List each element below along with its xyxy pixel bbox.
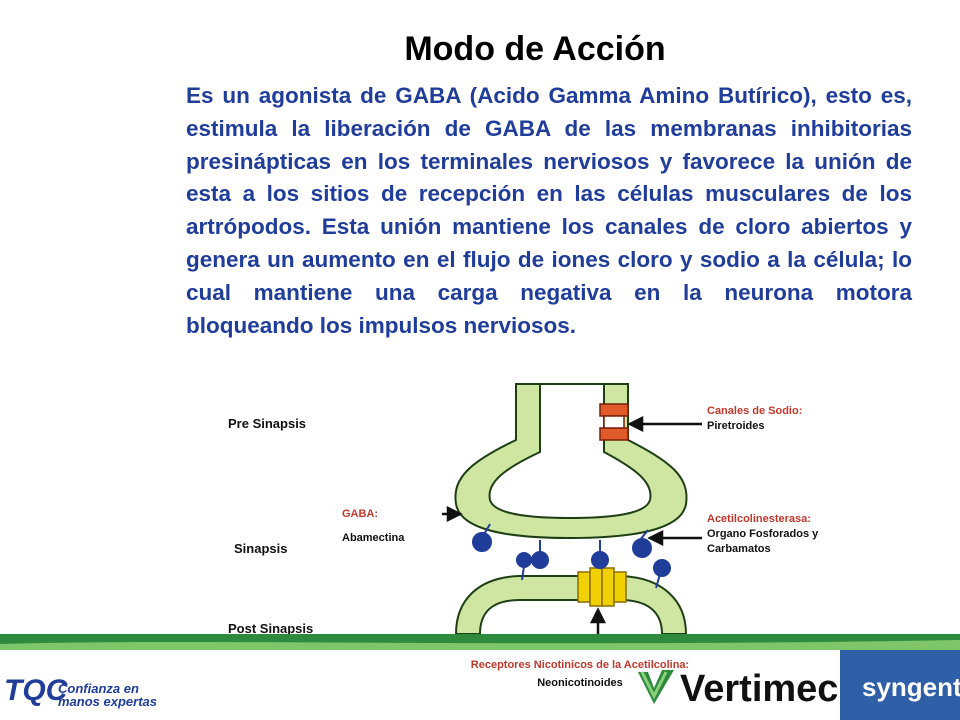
postsynaptic-membrane [454,575,688,635]
annotation-acetylcholinesterase: Acetilcolinesterasa: Organo Fosforados y… [707,512,818,557]
presynaptic-cytoplasm [488,383,652,520]
slide-body-text: Es un agonista de GABA (Acido Gamma Amin… [186,83,912,338]
syngenta-logo-box [840,650,960,720]
syngenta-logo: syngenta. [862,672,960,702]
gaba-product: Abamectina [342,532,405,544]
label-pre-sinapsis: Pre Sinapsis [228,416,307,431]
slide-title: Modo de Acción [404,30,666,68]
receptores-title: Receptores Nicotinicos de la Acetilcolin… [470,659,690,671]
label-post-sinapsis: Post Sinapsis [228,621,314,636]
acetil-title: Acetilcolinesterasa: [707,513,811,525]
vertimec-logo-icon [638,670,674,704]
receptores-product: Neonicotinoides [537,677,623,689]
tqc-tagline-1: Confianza en [58,681,139,696]
annotation-sodium-channel: Canales de Sodio: Piretroides [707,404,802,434]
footer-wave-band [0,634,960,650]
gaba-title: GABA: [342,508,379,520]
acetil-product-1: Organo Fosforados y [707,528,819,540]
vertimec-logo: Vertimec [680,668,839,710]
nicotinic-receptor [577,567,627,607]
tqc-logo: TQC [4,674,68,707]
footer-bar [0,650,960,720]
annotation-gaba: GABA: Abamectina [342,502,404,550]
tqc-tagline-2: manos expertas [58,694,157,709]
acetil-product-2: Carbamatos [707,543,771,555]
sodium-title: Canales de Sodio: [707,405,803,417]
label-sinapsis: Sinapsis [234,541,288,556]
tqc-tagline: Confianza en manos expertas [58,682,157,708]
sodium-channel [599,403,629,441]
neurotransmitter-vesicles [472,523,671,589]
sodium-product: Piretroides [707,420,765,432]
annotation-nicotinic-receptors: Receptores Nicotinicos de la Acetilcolin… [380,656,780,692]
